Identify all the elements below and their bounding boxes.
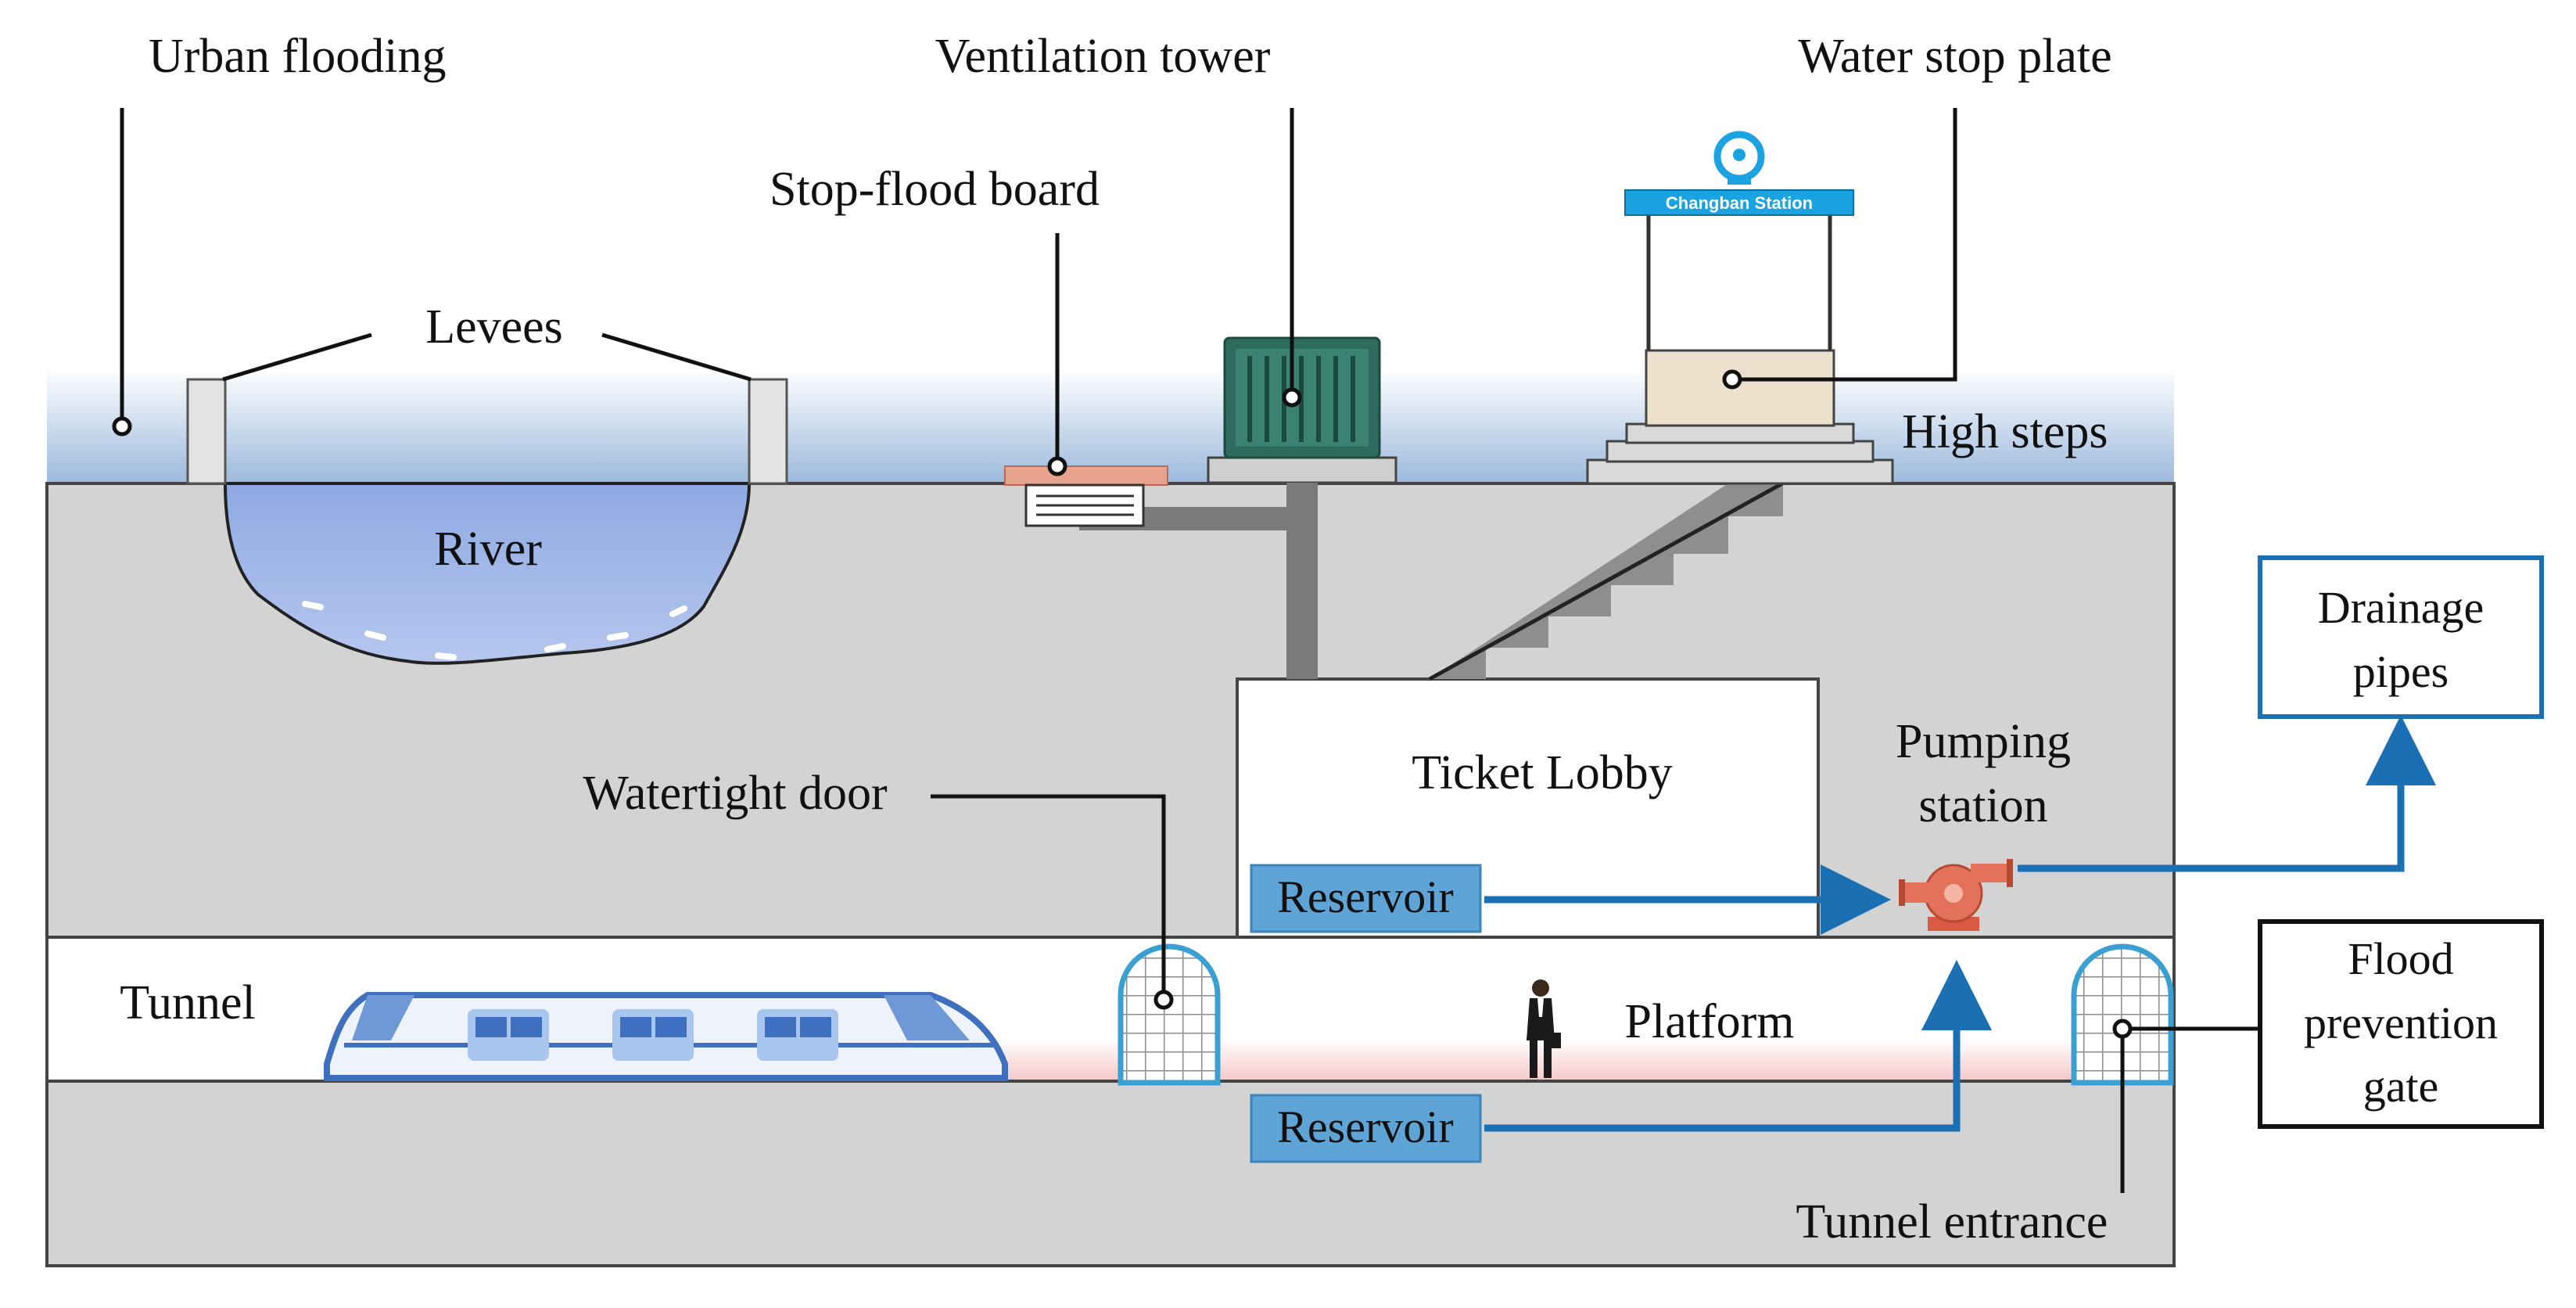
platform-label: Platform [1625, 995, 1795, 1048]
stairs [1428, 476, 1792, 681]
watertight-door-label: Watertight door [583, 767, 888, 820]
water-stop-plate-label: Water stop plate [1798, 30, 2111, 83]
levee-left [186, 378, 227, 485]
leader-dots [112, 369, 2133, 1039]
flood-gate-label-3: gate [2363, 1061, 2439, 1112]
pump-icon [1899, 859, 2013, 931]
drainage-pipes-box [2258, 555, 2544, 719]
river [223, 482, 752, 665]
levee-right [748, 378, 788, 485]
stop-flood-board [1004, 465, 1168, 527]
drainage-pipes-label-1: Drainage [2318, 582, 2485, 633]
ticket-lobby-label: Ticket Lobby [1412, 746, 1673, 800]
person-icon [1527, 979, 1561, 1078]
drainage-pipes-label-2: pipes [2353, 646, 2449, 697]
pumping-station-label-2: station [1918, 779, 2047, 832]
station-sign [1624, 189, 1854, 216]
tunnel-entrance-label: Tunnel entrance [1796, 1195, 2108, 1249]
leader-lines [120, 108, 2260, 1193]
flow-arrows [1484, 715, 2436, 1132]
flood-prevention-gate [2071, 943, 2174, 1086]
tunnel-label: Tunnel [120, 976, 255, 1030]
metro-logo-icon [1713, 131, 1765, 185]
urban-flooding-label: Urban flooding [149, 30, 447, 83]
flood-prevention-gate-box [2258, 919, 2544, 1129]
river-label: River [434, 523, 542, 576]
ventilation-tower-label: Ventilation tower [935, 30, 1271, 83]
watertight-door [1118, 943, 1221, 1086]
reservoir-lower [1250, 1094, 1482, 1163]
flood-gate-label-1: Flood [2348, 933, 2453, 984]
flood-gate-label-2: prevention [2304, 997, 2498, 1048]
high-steps-label: High steps [1902, 405, 2108, 458]
reservoir-upper-label: Reservoir [1277, 871, 1454, 922]
levees-label: Levees [425, 300, 563, 354]
stop-flood-board-label: Stop-flood board [770, 163, 1100, 216]
station-sign-text: Changban Station [1666, 193, 1813, 213]
pumping-station-label-1: Pumping [1896, 715, 2071, 768]
river-bed-stones [302, 601, 687, 660]
train [324, 992, 1008, 1081]
reservoir-lower-label: Reservoir [1277, 1101, 1454, 1152]
reservoir-upper [1250, 864, 1482, 933]
station-entrance: Changban Station [1586, 131, 1894, 485]
